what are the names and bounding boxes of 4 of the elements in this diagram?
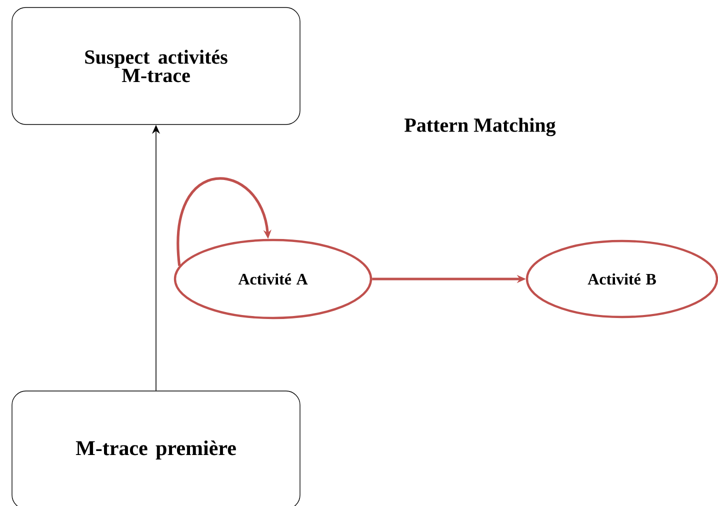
process-box: Suspect activités M-trace — [12, 7, 300, 125]
process-box: M-trace première — [12, 390, 300, 506]
arrow — [176, 177, 272, 266]
heading-label: Pattern Matching — [404, 118, 556, 136]
